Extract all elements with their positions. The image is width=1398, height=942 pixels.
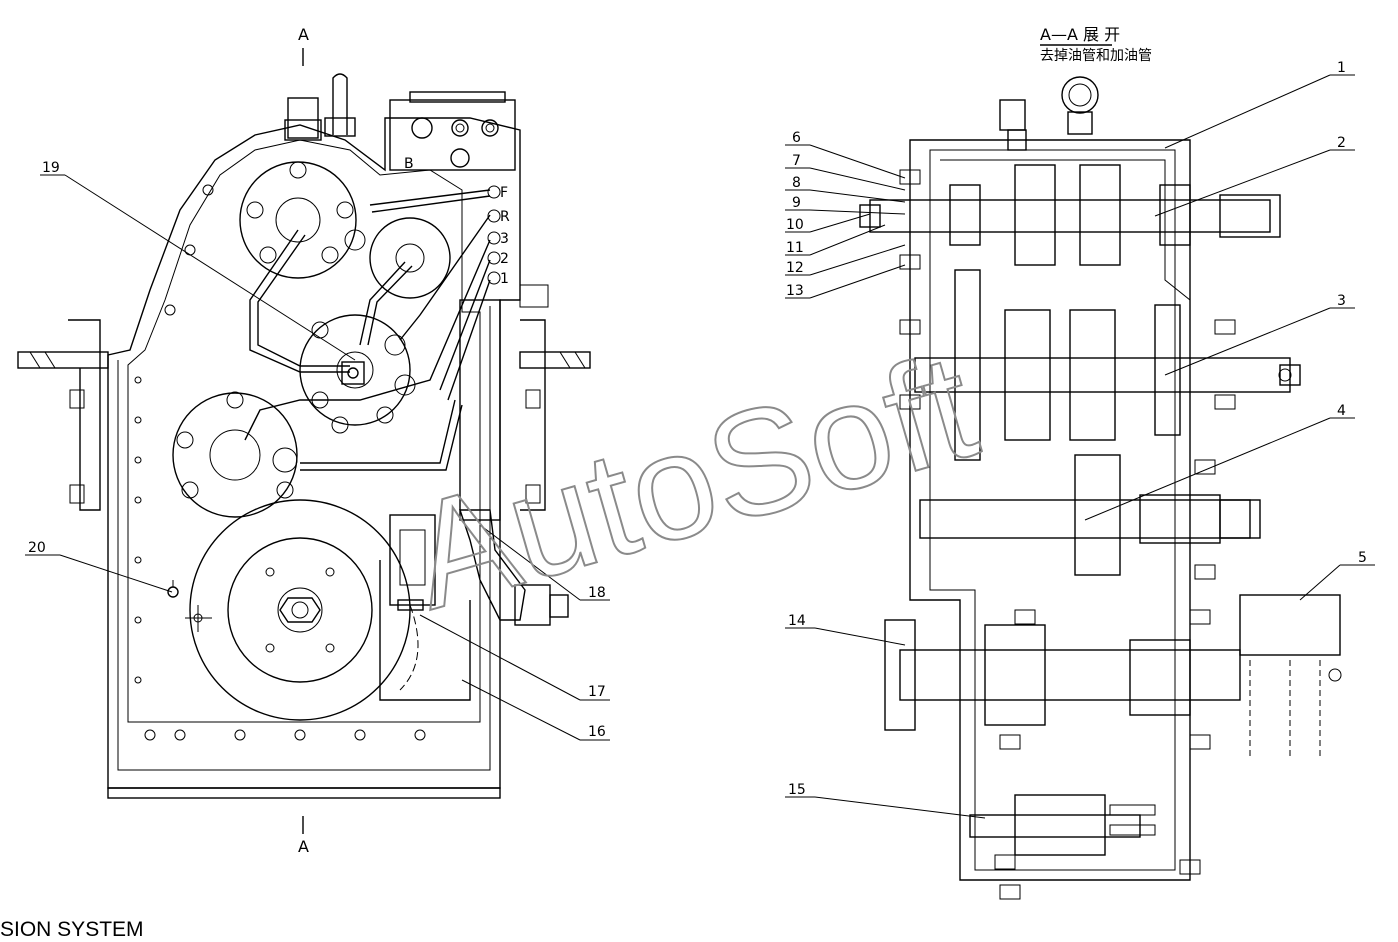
callout-20: 20	[28, 540, 46, 556]
section-mark-bottom: A	[298, 837, 309, 856]
port-label-2: 2	[500, 251, 509, 267]
callout-9: 9	[792, 195, 801, 211]
callout-13: 13	[786, 283, 804, 299]
section-bolts	[899, 169, 1236, 900]
callout-8: 8	[792, 175, 801, 191]
footer-caption: SION SYSTEM	[0, 918, 144, 941]
callout-10: 10	[786, 217, 804, 233]
callout-17: 17	[588, 684, 606, 700]
view-title: A—A 展 开	[1040, 25, 1120, 44]
callout-16: 16	[588, 724, 606, 740]
view-subtitle: 去掉油管和加油管	[1040, 48, 1152, 64]
side-view: A A	[17, 25, 591, 856]
callout-leaders	[25, 74, 1375, 819]
callout-12: 12	[786, 260, 804, 276]
callout-1: 1	[1337, 60, 1346, 76]
callout-14: 14	[788, 613, 806, 629]
port-label-1: 1	[500, 271, 509, 287]
svg-text:B: B	[404, 156, 414, 172]
callout-6: 6	[792, 130, 801, 146]
callout-2: 2	[1337, 135, 1346, 151]
callout-7: 7	[792, 153, 801, 169]
watermark: AutoSoft	[393, 321, 992, 641]
callout-15: 15	[788, 782, 806, 798]
port-label-r: R	[500, 209, 510, 225]
port-label-f: F	[500, 185, 508, 201]
callout-numbers: 1 2 3 4 5 6 7 8 9 10 11 12 13 14 15 16 1…	[28, 60, 1367, 798]
callout-19: 19	[42, 160, 60, 176]
housing-bolts	[69, 184, 541, 741]
callout-4: 4	[1337, 403, 1346, 419]
gear-bolt-circles	[176, 161, 416, 499]
port-label-3: 3	[500, 231, 509, 247]
callout-11: 11	[786, 240, 804, 256]
callout-5: 5	[1358, 550, 1367, 566]
oil-pipes	[244, 189, 491, 471]
section-view: A—A 展 开 去掉油管和加油管	[859, 25, 1342, 900]
callout-3: 3	[1337, 293, 1346, 309]
port-labels: F R 3 2 1	[487, 185, 510, 287]
section-mark-top: A	[298, 25, 309, 44]
callout-18: 18	[588, 585, 606, 601]
